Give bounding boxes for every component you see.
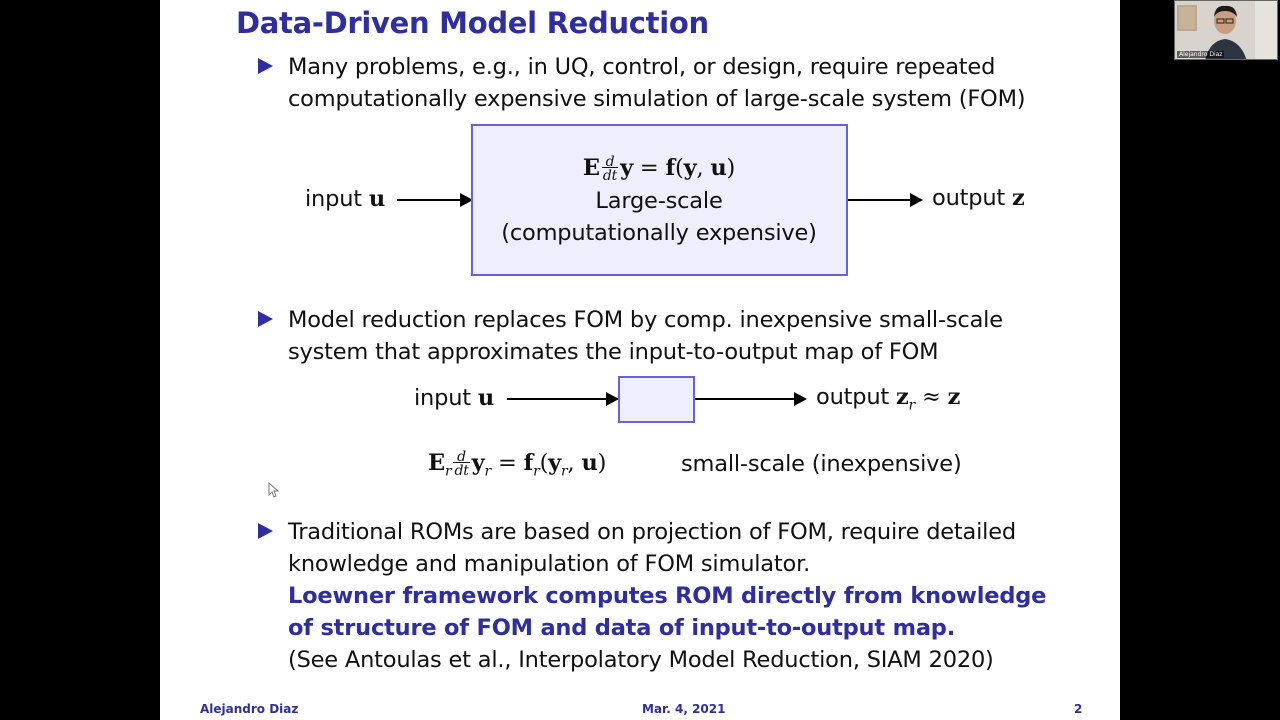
diagram1-output-label: output z <box>932 185 1025 211</box>
participant-video-tile[interactable]: Alejandro Diaz <box>1174 0 1278 60</box>
bullet3-line2: knowledge and manipulation of FOM simula… <box>288 551 811 577</box>
diagram2-input-label: input u <box>414 385 495 411</box>
output-arrow-icon <box>695 392 807 406</box>
input-arrow-icon <box>397 193 473 207</box>
bullet1-line2: computationally expensive simulation of … <box>288 86 1026 112</box>
participant-name: Alejandro Diaz <box>1177 51 1225 58</box>
bullet-triangle-icon <box>258 311 273 327</box>
fom-box-line1: Large-scale <box>595 188 723 214</box>
bullet1-line1: Many problems, e.g., in UQ, control, or … <box>288 54 996 80</box>
rom-box <box>618 376 695 423</box>
diagram2-output-label: output zr ≈ z <box>816 384 961 414</box>
bullet2-line2: system that approximates the input-to-ou… <box>288 339 939 365</box>
fom-box-line2: (computationally expensive) <box>501 220 817 246</box>
slide-title: Data-Driven Model Reduction <box>236 6 709 40</box>
presentation-slide: Data-Driven Model Reduction Many problem… <box>160 0 1120 720</box>
participant-avatar <box>1175 1 1277 59</box>
input-arrow-icon <box>507 392 619 406</box>
rom-side-label: small-scale (inexpensive) <box>681 451 962 477</box>
footer-date: Mar. 4, 2021 <box>642 702 726 716</box>
diagram1-input-label: input u <box>305 186 386 212</box>
bullet3-highlight1: Loewner framework computes ROM directly … <box>288 583 1047 609</box>
footer-author: Alejandro Diaz <box>200 702 299 716</box>
bullet3-line1: Traditional ROMs are based on projection… <box>288 519 1016 545</box>
bullet3-reference: (See Antoulas et al., Interpolatory Mode… <box>288 647 994 673</box>
bullet-triangle-icon <box>258 523 273 539</box>
bullet2-line1: Model reduction replaces FOM by comp. in… <box>288 307 1003 333</box>
footer-page-number: 2 <box>1074 702 1083 716</box>
output-arrow-icon <box>848 193 923 207</box>
bullet3-highlight2: of structure of FOM and data of input-to… <box>288 615 956 641</box>
bullet-triangle-icon <box>258 58 273 74</box>
